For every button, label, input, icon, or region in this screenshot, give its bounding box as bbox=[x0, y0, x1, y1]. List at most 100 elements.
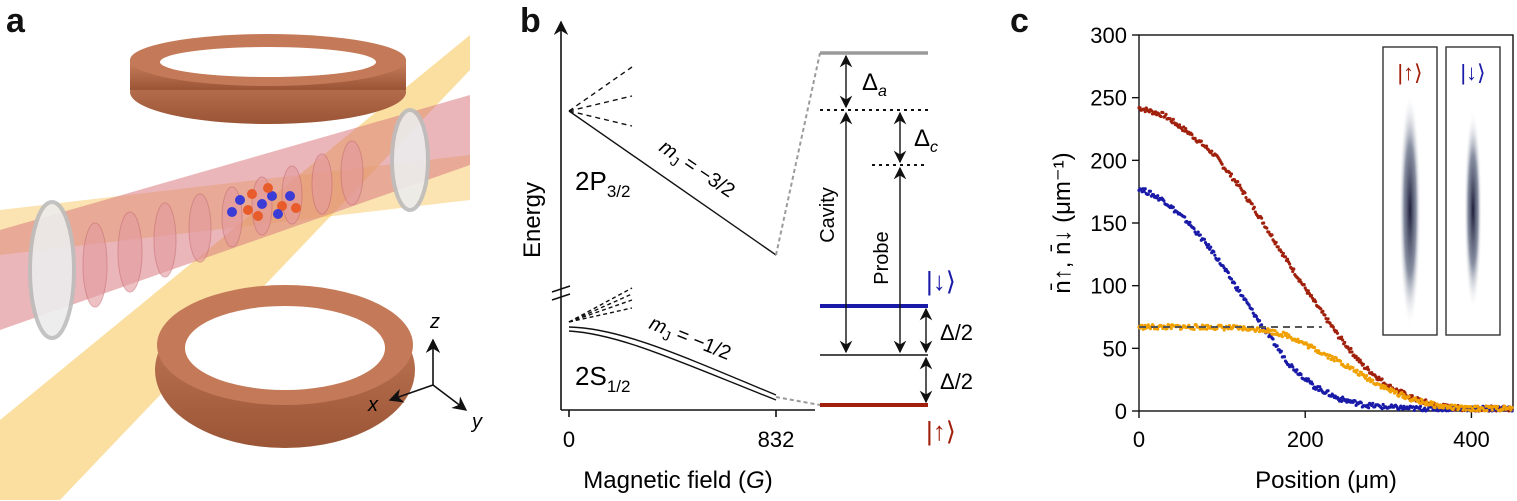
data-point bbox=[1232, 281, 1237, 285]
data-point bbox=[1207, 242, 1211, 247]
data-point bbox=[1273, 329, 1277, 333]
data-point bbox=[1402, 393, 1406, 397]
y-tick-label: 200 bbox=[1090, 148, 1127, 173]
panel-b-energy-diagram: 0 832 Energy Magnetic field (G) bbox=[519, 20, 973, 494]
data-point bbox=[1371, 378, 1375, 382]
cavity-mirror-left bbox=[28, 200, 76, 340]
data-point bbox=[1388, 383, 1393, 387]
data-point bbox=[1156, 194, 1160, 198]
data-point bbox=[1259, 216, 1264, 220]
data-point bbox=[1328, 321, 1332, 325]
data-point bbox=[1464, 408, 1468, 412]
axis-label-z: z bbox=[429, 311, 440, 333]
data-point bbox=[1361, 362, 1365, 366]
data-point bbox=[1188, 220, 1192, 224]
data-point bbox=[1326, 389, 1330, 393]
data-point bbox=[1335, 331, 1340, 335]
inset-down-label: |↓⟩ bbox=[1460, 60, 1485, 85]
ket-up-label: |↑⟩ bbox=[926, 416, 956, 446]
inset-down-image: |↓⟩ bbox=[1445, 46, 1501, 336]
data-point bbox=[1299, 372, 1303, 377]
data-point bbox=[1202, 237, 1207, 241]
data-point bbox=[1151, 193, 1156, 197]
probe-label: Probe bbox=[871, 231, 893, 284]
data-point bbox=[1381, 402, 1385, 407]
x-tick-label: 400 bbox=[1453, 427, 1490, 452]
data-point bbox=[1243, 191, 1247, 195]
data-point bbox=[1475, 409, 1479, 413]
data-point bbox=[1302, 282, 1306, 287]
data-point bbox=[1354, 354, 1358, 358]
cavity-label: Cavity bbox=[817, 187, 839, 243]
tick-label-0: 0 bbox=[563, 427, 575, 452]
data-point bbox=[1433, 405, 1437, 410]
ket-down-label: |↓⟩ bbox=[926, 266, 956, 296]
axis-break-mark-1 bbox=[551, 285, 571, 293]
tick-label-832: 832 bbox=[758, 427, 795, 452]
data-point bbox=[1192, 227, 1196, 231]
data-point bbox=[1193, 136, 1197, 140]
data-point bbox=[1238, 183, 1242, 187]
data-point bbox=[1184, 127, 1188, 131]
data-point bbox=[1237, 327, 1241, 331]
data-point bbox=[1319, 307, 1323, 311]
data-point bbox=[1490, 408, 1494, 412]
data-point bbox=[1366, 368, 1371, 372]
data-point bbox=[1365, 365, 1370, 369]
data-point bbox=[1339, 399, 1344, 404]
data-point bbox=[1346, 363, 1350, 367]
data-point bbox=[1476, 404, 1480, 408]
y-tick-label: 0 bbox=[1115, 399, 1127, 424]
inset-up-image: |↑⟩ bbox=[1382, 46, 1438, 336]
data-point bbox=[1280, 334, 1284, 339]
data-point bbox=[1478, 409, 1482, 413]
data-point bbox=[1204, 327, 1209, 331]
data-point bbox=[1209, 245, 1213, 249]
data-point bbox=[1275, 344, 1279, 348]
data-point bbox=[1503, 404, 1507, 408]
data-point bbox=[1274, 240, 1278, 245]
data-point bbox=[1426, 407, 1430, 412]
data-point bbox=[1236, 180, 1240, 184]
x-axis-label: Position (μm) bbox=[1255, 467, 1397, 494]
s-level-fan bbox=[568, 287, 777, 401]
data-point bbox=[1217, 257, 1221, 261]
data-point bbox=[1257, 318, 1262, 323]
data-point bbox=[1200, 323, 1204, 327]
axis-label-x: x bbox=[367, 394, 379, 416]
data-point bbox=[1314, 300, 1318, 304]
data-point bbox=[1254, 328, 1258, 332]
data-point bbox=[1156, 327, 1160, 331]
data-point bbox=[1241, 294, 1245, 298]
half-delta-upper-label: Δ/2 bbox=[940, 320, 973, 345]
data-point bbox=[1309, 293, 1314, 298]
data-point bbox=[1431, 400, 1435, 404]
data-point bbox=[1236, 285, 1240, 290]
data-point bbox=[1204, 144, 1209, 148]
data-point bbox=[1164, 112, 1168, 116]
data-point bbox=[1310, 382, 1315, 386]
data-point bbox=[1307, 292, 1311, 296]
data-point bbox=[1326, 356, 1330, 360]
data-point bbox=[1168, 117, 1172, 121]
data-point bbox=[1171, 117, 1175, 121]
data-point bbox=[1251, 311, 1255, 315]
data-point bbox=[1250, 307, 1254, 311]
data-point bbox=[1441, 406, 1445, 410]
data-point bbox=[1419, 397, 1424, 401]
y-axis-label: n̄↑, n̄↓ (μm⁻¹) bbox=[1049, 152, 1076, 293]
data-point bbox=[1510, 405, 1514, 410]
data-point bbox=[1380, 377, 1384, 381]
data-point bbox=[1317, 349, 1321, 353]
data-point bbox=[1425, 400, 1429, 404]
data-point bbox=[1353, 399, 1357, 403]
data-point bbox=[1282, 355, 1287, 359]
data-point bbox=[1148, 189, 1153, 193]
data-point bbox=[1292, 267, 1296, 271]
state-2p-label: 2P3/2 bbox=[575, 166, 630, 201]
data-point bbox=[1262, 221, 1266, 225]
data-point bbox=[1252, 205, 1256, 209]
data-point bbox=[1254, 314, 1258, 319]
data-point bbox=[1338, 359, 1343, 363]
data-point bbox=[1418, 404, 1423, 408]
